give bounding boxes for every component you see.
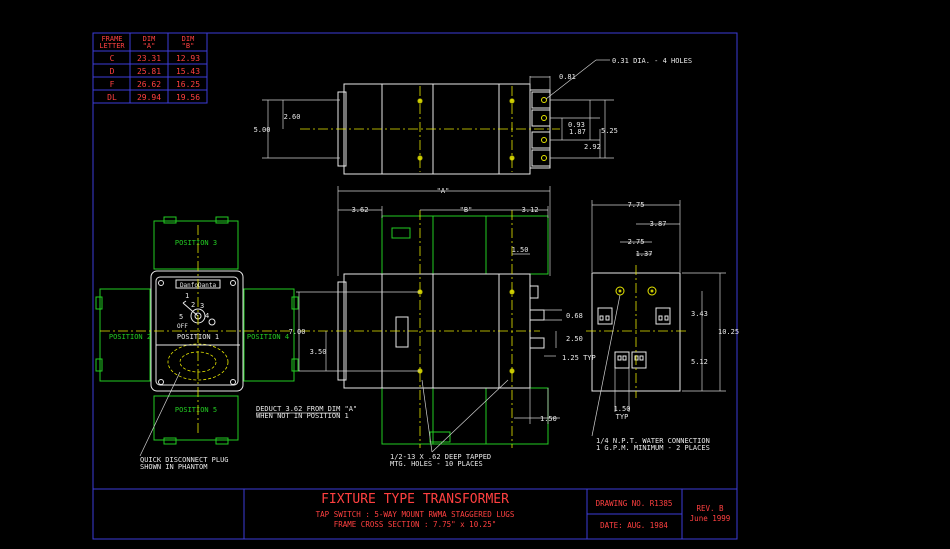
dim-5-25: 5.25 [601,127,618,135]
drawing-subtitle-1: TAP SWITCH : 5-WAY MOUNT RWMA STAGGERED … [316,510,515,519]
table-cell: C [110,54,115,63]
water-note-line2: 1 G.P.M. MINIMUM - 2 PLACES [596,444,710,452]
table-cell: DL [107,93,117,102]
switch-label-2: 2 [191,301,195,309]
plug-note-line2: SHOWN IN PHANTOM [140,463,207,471]
revision-label: REV. B [696,504,724,513]
top-view: 5.00 2.60 0.81 0.31 DIA. - 4 HOLES 0.93 … [254,57,692,175]
dim-10-25: 10.25 [718,328,739,336]
dim-3-87: 3.87 [650,220,667,228]
frame-table: FRAME LETTER DIM "A" DIM "B" C 23.31 12.… [92,32,208,104]
dim-3-62: 3.62 [352,206,369,214]
table-header-frame-2: LETTER [99,42,125,50]
dim-0-81: 0.81 [559,73,576,81]
table-cell: 19.56 [176,93,200,102]
dim-1-50-typ: 1.50 [614,405,631,413]
tapped-note-line2: MTG. HOLES - 10 PLACES [390,460,483,468]
drawing-subtitle-2: FRAME CROSS SECTION : 7.75" x 10.25" [334,520,497,529]
dim-1-50-top: 1.50 [512,246,529,254]
switch-label-3: 3 [200,302,204,310]
dim-1-25-typ: 1.25 TYP [562,354,596,362]
plug-note-line1: QUICK DISCONNECT PLUG [140,456,229,464]
table-cell: 23.31 [137,54,161,63]
table-header-dimb-2: "B" [182,42,195,50]
position-3-label: POSITION 3 [175,239,217,247]
end-view: 7.75 3.87 2.75 1.37 10.25 3.43 5.12 1.50… [586,200,739,452]
drawing-date: DATE: AUG. 1984 [600,521,668,530]
water-note-line1: 1/4 N.P.T. WATER CONNECTION [596,437,710,445]
switch-label-off: OFF [177,323,188,330]
dim-5-12: 5.12 [691,358,708,366]
dim-3-50: 3.50 [310,348,327,356]
drawing-title: FIXTURE TYPE TRANSFORMER [321,492,509,507]
revision-date: June 1999 [690,514,731,523]
dim-2-75: 2.75 [628,238,645,246]
sheet-border [92,32,738,540]
table-header-dima-2: "A" [143,42,156,50]
dim-typ: TYP [616,413,629,421]
position-2-label: POSITION 2 [109,333,151,341]
position-4-label: POSITION 4 [247,333,289,341]
dim-a-label: "A" [437,187,450,195]
table-cell: D [110,67,115,76]
dim-1-50-bot: 1.50 [540,415,557,423]
dim-7-75: 7.75 [628,201,645,209]
dim-3-12: 3.12 [522,206,539,214]
holes-note: 0.31 DIA. - 4 HOLES [612,57,692,65]
table-header-dima-1: DIM [143,35,156,43]
table-cell: 26.62 [137,80,161,89]
dim-2-50: 2.50 [566,335,583,343]
front-view: POSITION 3 POSITION 2 POSITION 4 POSITIO… [95,216,299,471]
table-header-frame-1: FRAME [101,35,122,43]
table-header-dimb-1: DIM [182,35,195,43]
dim-2-92: 2.92 [584,143,601,151]
dim-1-87: 1.87 [569,128,586,136]
table-cell: 25.81 [137,67,161,76]
side-view: "A" 3.62 "B" 3.12 1.50 7.00 3.50 0.68 2.… [256,186,596,468]
switch-label-5: 5 [179,313,183,321]
drawing-number: DRAWING NO. R1385 [596,499,673,508]
dim-3-43: 3.43 [691,310,708,318]
title-block: FIXTURE TYPE TRANSFORMER TAP SWITCH : 5-… [93,488,737,539]
dim-0-93: 0.93 [568,121,585,129]
table-cell: 16.25 [176,80,200,89]
deduct-note-line1: DEDUCT 3.62 FROM DIM "A" [256,405,357,413]
dim-0-68: 0.68 [566,312,583,320]
deduct-note-line2: WHEN NOT IN POSITION 1 [256,412,349,420]
dim-1-37: 1.37 [636,250,653,258]
table-cell: 29.94 [137,93,161,102]
position-5-label: POSITION 5 [175,406,217,414]
dim-2-60: 2.60 [284,113,301,121]
table-cell: 15.43 [176,67,200,76]
tapped-note-line1: 1/2-13 X .62 DEEP TAPPED [390,453,491,461]
dim-5-00: 5.00 [254,126,271,134]
table-cell: 12.93 [176,54,200,63]
dim-7-00: 7.00 [289,328,306,336]
switch-label-1: 1 [185,292,189,300]
switch-label-4: 4 [205,312,209,320]
dim-b-label: "B" [460,206,473,214]
table-cell: F [110,80,115,89]
